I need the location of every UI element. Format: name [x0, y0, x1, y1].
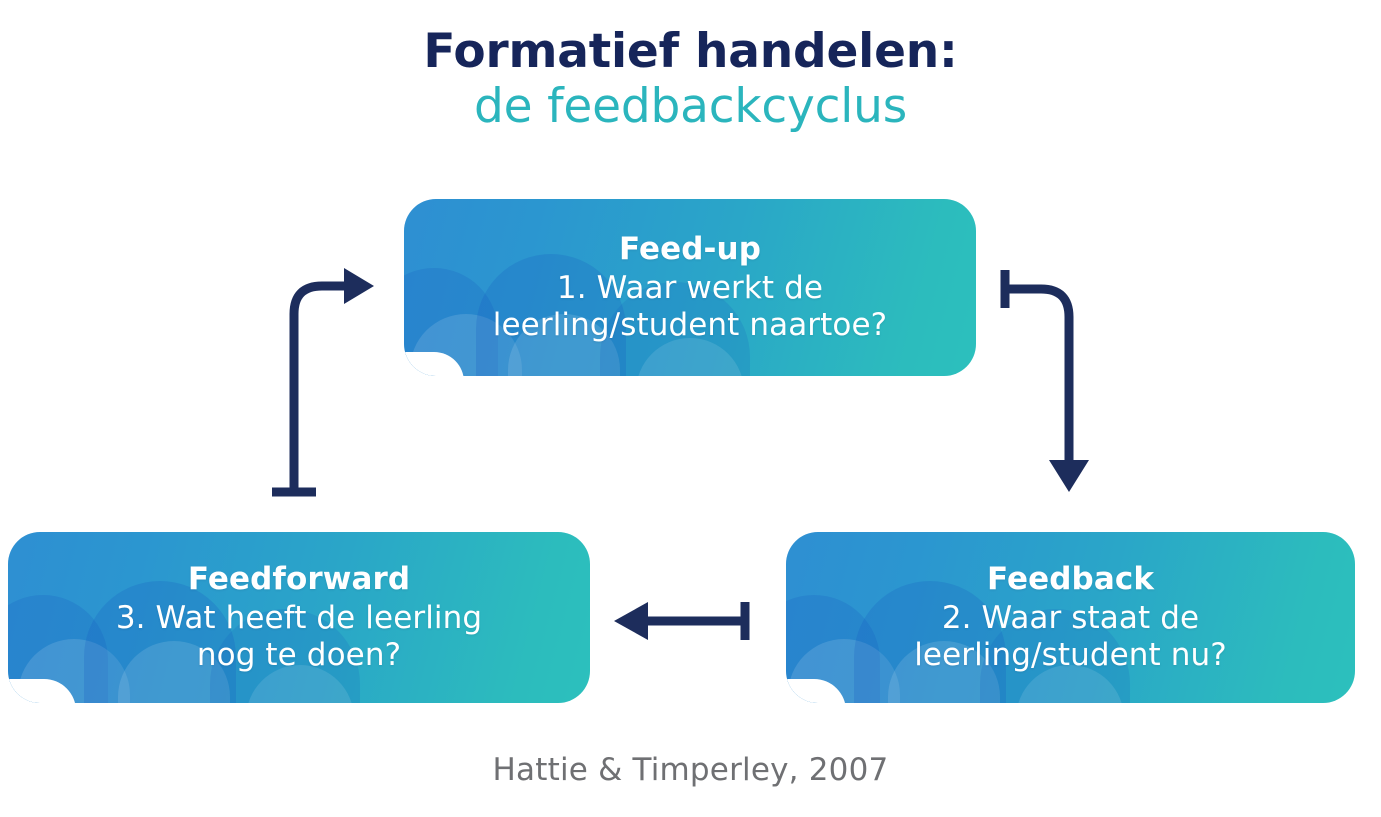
node-box-feedforward[interactable]: Feedforward 3. Wat heeft de leerling nog…	[8, 532, 590, 703]
node-heading-feed-up: Feed-up	[619, 230, 761, 267]
node-body-feedback-line-1: 2. Waar staat de	[941, 600, 1200, 637]
arrow-head-right-icon	[344, 268, 374, 304]
node-heading-feedback: Feedback	[986, 560, 1155, 597]
page-title-line-1: Formatief handelen:	[423, 24, 958, 79]
node-content-feed-up: Feed-up 1. Waar werkt de leerling/studen…	[404, 199, 976, 376]
arrow-feedforward-to-feed-up	[272, 268, 374, 497]
node-body-feedforward-line-2: nog te doen?	[196, 637, 402, 674]
node-heading-feedforward: Feedforward	[187, 560, 411, 597]
source-caption: Hattie & Timperley, 2007	[492, 752, 889, 788]
node-content-feedforward: Feedforward 3. Wat heeft de leerling nog…	[8, 532, 590, 703]
node-body-feedforward-line-1: 3. Wat heeft de leerling	[115, 600, 483, 637]
node-box-feed-up[interactable]: Feed-up 1. Waar werkt de leerling/studen…	[404, 199, 976, 376]
node-body-feed-up-line-2: leerling/student naartoe?	[492, 307, 888, 344]
arrow-head-left-icon	[614, 602, 648, 640]
arrow-feed-up-to-feedback	[1000, 270, 1089, 492]
page-title: Formatief handelen: de feedbackcyclus	[0, 24, 1381, 134]
node-box-feedback[interactable]: Feedback 2. Waar staat de leerling/stude…	[786, 532, 1355, 703]
node-body-feed-up-line-1: 1. Waar werkt de	[556, 270, 824, 307]
page-title-line-2: de feedbackcyclus	[473, 78, 908, 134]
node-content-feedback: Feedback 2. Waar staat de leerling/stude…	[786, 532, 1355, 703]
arrow-feedback-to-feedforward	[614, 602, 750, 640]
node-body-feedback-line-2: leerling/student nu?	[914, 637, 1227, 674]
arrow-head-down-icon	[1049, 460, 1089, 492]
arrow-path-left	[289, 281, 346, 492]
arrow-path-right	[1005, 284, 1074, 462]
